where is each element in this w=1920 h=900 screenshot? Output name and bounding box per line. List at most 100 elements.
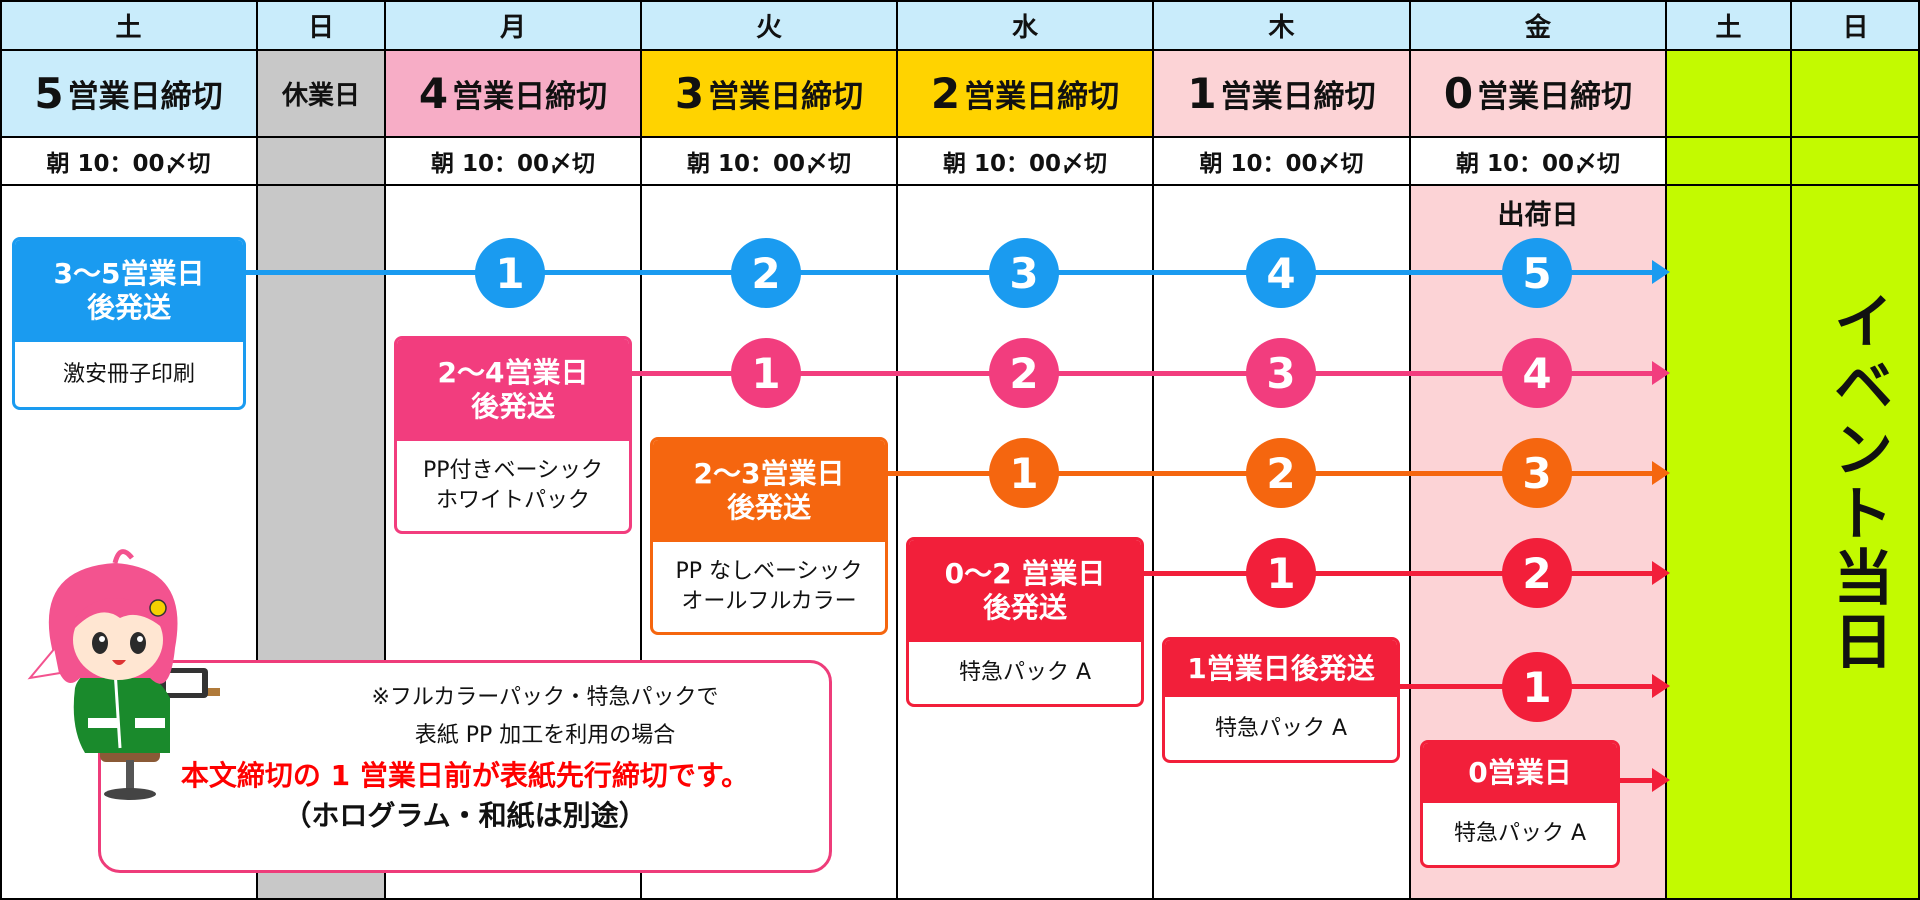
grid-line (1790, 0, 1792, 900)
step-circle: 3 (989, 238, 1059, 308)
shipping-box-row5: 1営業日後発送 特急パック A (1162, 637, 1400, 763)
cutoff-wed: 朝 10：00〆切 (897, 137, 1153, 185)
cutoff-text: 朝 10：00〆切 (942, 151, 1108, 177)
shipping-box-body: 特急パック A (1165, 697, 1397, 760)
step-circle: 4 (1246, 238, 1316, 308)
cutoff-text: 朝 10：00〆切 (46, 151, 211, 177)
deadline-text: 営業日締切 (964, 79, 1120, 115)
deadline-number: 2 (930, 69, 961, 118)
step-circle: 2 (731, 238, 801, 308)
arrow-head-icon (1652, 260, 1670, 284)
note-line-1: ※フルカラーパック・特急パックで (371, 685, 719, 710)
cutoff-sat: 朝 10：00〆切 (0, 137, 257, 185)
grid-line (0, 184, 1920, 186)
cutoff-text: 朝 10：00〆切 (430, 151, 596, 177)
shipping-box-title: 0営業日 (1468, 756, 1572, 789)
shipping-box-row3: 2〜3営業日 後発送 PP なしベーシック オールフルカラー (650, 437, 888, 635)
shipping-box-row1: 3〜5営業日 後発送 激安冊子印刷 (12, 237, 246, 410)
shipping-box-title-2: 後発送 (726, 491, 811, 524)
shipping-box-title-2: 後発送 (470, 390, 555, 423)
grid-line (0, 898, 1920, 900)
grid-line (1152, 0, 1154, 900)
deadline-number: 1 (1187, 69, 1217, 118)
shipping-box-head: 0営業日 (1423, 743, 1617, 803)
deadline-number: 3 (674, 69, 705, 118)
grid-line (0, 0, 2, 900)
deadline-text: 営業日締切 (1477, 79, 1633, 115)
shipping-box-title: 3〜5営業日 (53, 257, 205, 290)
shipping-box-head: 3〜5営業日 後発送 (15, 240, 243, 342)
arrow-head-icon (1652, 561, 1670, 585)
product-name: 特急パック A (958, 660, 1092, 685)
shipping-box-title: 0〜2 営業日 (944, 557, 1106, 590)
arrow-head-icon (1652, 768, 1670, 792)
product-name: 特急パック A (1214, 715, 1348, 741)
timeline-line-row6 (1615, 778, 1655, 783)
cutoff-text: 朝 10：00〆切 (1455, 151, 1621, 177)
step-circle: 3 (1502, 438, 1572, 508)
day-header-fri: 金 (1410, 0, 1666, 50)
shipping-box-title-2: 後発送 (86, 291, 171, 324)
note-line-4: （ホログラム・和紙は別途） (283, 799, 647, 832)
deadline-sun-closed: 休業日 (257, 50, 385, 137)
timeline-line-row2 (630, 371, 1655, 376)
day-label: 日 (307, 12, 334, 43)
shipping-box-head: 0〜2 営業日 後発送 (909, 540, 1141, 642)
step-circle: 3 (1246, 338, 1316, 408)
cutoff-tue: 朝 10：00〆切 (641, 137, 897, 185)
shipping-box-body: PP なしベーシック オールフルカラー (653, 542, 885, 632)
day-header-sat1: 土 (0, 0, 257, 50)
product-name-2: ホワイトパック (435, 488, 590, 513)
cutoff-text: 朝 10：00〆切 (686, 151, 852, 177)
day-header-wed: 水 (897, 0, 1153, 50)
deadline-number: 5 (34, 69, 64, 118)
step-circle: 4 (1502, 338, 1572, 408)
deadline-text: 営業日締切 (67, 79, 223, 115)
grid-line (0, 0, 1920, 2)
shipping-box-body: 特急パック A (909, 642, 1141, 704)
shipping-box-row2: 2〜4営業日 後発送 PP付きベーシック ホワイトパック (394, 336, 632, 534)
day-label: 土 (115, 12, 142, 43)
shipping-box-body: 激安冊子印刷 (15, 342, 243, 407)
step-circle: 1 (989, 438, 1059, 508)
step-circle: 1 (1502, 652, 1572, 722)
product-name-2: オールフルカラー (681, 589, 857, 614)
shipping-box-title: 2〜4営業日 (437, 356, 589, 389)
event-day-label: イベント当日 (1823, 290, 1893, 674)
shipping-box-body: 特急パック A (1423, 803, 1617, 865)
col-event-sat-bg (1666, 50, 1791, 900)
closed-day-label: 休業日 (281, 81, 360, 111)
grid-line (0, 49, 1920, 51)
grid-line (640, 0, 642, 900)
product-name: PP付きベーシック (422, 458, 604, 483)
step-circle: 2 (1246, 438, 1316, 508)
grid-line (256, 0, 258, 900)
shipping-day-text: 出荷日 (1497, 199, 1579, 231)
day-header-sat2: 土 (1666, 0, 1791, 50)
cutoff-thu: 朝 10：00〆切 (1153, 137, 1410, 185)
day-header-thu: 木 (1153, 0, 1410, 50)
step-circle: 2 (989, 338, 1059, 408)
col-event-sun-bg (1791, 50, 1920, 900)
cutoff-fri: 朝 10：00〆切 (1410, 137, 1666, 185)
day-label: 土 (1715, 12, 1742, 43)
shipping-box-title: 2〜3営業日 (693, 457, 845, 490)
arrow-head-icon (1652, 461, 1670, 485)
shipping-day-label: 出荷日 (1410, 192, 1666, 232)
grid-line (0, 136, 1920, 138)
product-name: 特急パック A (1453, 821, 1587, 846)
day-label: 金 (1524, 12, 1551, 43)
day-label: 水 (1011, 12, 1038, 43)
day-label: 木 (1268, 12, 1295, 43)
arrow-head-icon (1652, 361, 1670, 385)
cutoff-mon: 朝 10：00〆切 (385, 137, 641, 185)
grid-line (384, 0, 386, 900)
deadline-number: 4 (418, 69, 449, 118)
shipping-box-body: PP付きベーシック ホワイトパック (397, 441, 629, 531)
